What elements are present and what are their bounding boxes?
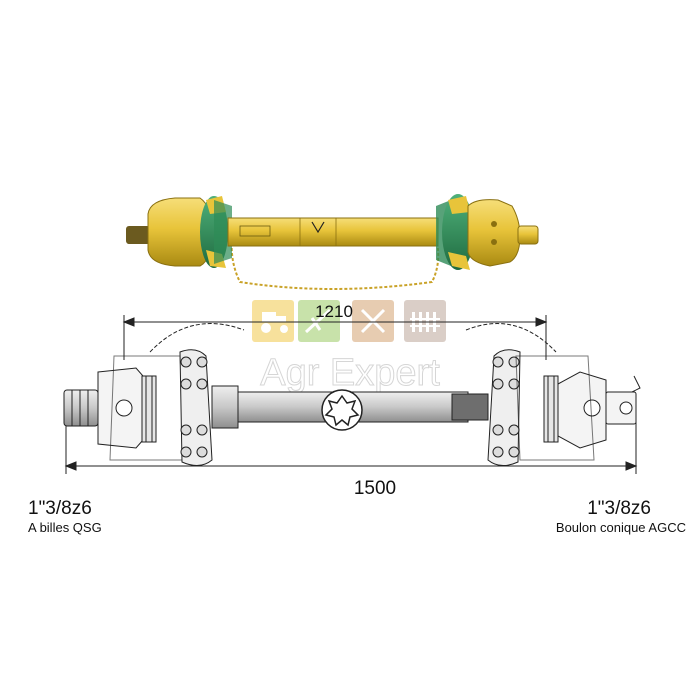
watermark-tile-fence (404, 300, 446, 342)
right-yoke-housing (467, 199, 521, 267)
dimension-total-label: 1500 (354, 478, 396, 499)
tools-icon (360, 308, 386, 334)
dimension-inner-label: 1210 (315, 302, 353, 321)
right-guard-plate (487, 349, 521, 466)
tube-profile-section (321, 389, 363, 431)
technical-drawing (63, 315, 641, 474)
plow-icon (304, 308, 332, 334)
left-end-size: 1"3/8z6 (28, 498, 92, 519)
drawing-chain-right (465, 323, 557, 353)
outer-tube (211, 385, 239, 429)
right-spline-end (605, 375, 641, 425)
left-spline-stub (126, 226, 150, 244)
shaft-tube (227, 217, 439, 247)
drawing-chain-left (149, 323, 245, 353)
right-guard-cone (436, 194, 474, 270)
dimension-inner (122, 315, 548, 360)
outer-tube-right (451, 393, 489, 421)
left-yoke (97, 355, 187, 461)
left-spline-end (63, 389, 99, 427)
tractor-icon (261, 312, 288, 333)
left-guard-plate (179, 349, 213, 466)
product-photo (126, 194, 539, 290)
left-end-type: A billes QSG (28, 520, 102, 535)
right-end-type: Boulon conique AGCC (555, 520, 686, 535)
right-end-size: 1"3/8z6 (587, 498, 651, 519)
watermark-text: Agr Expert (260, 352, 440, 394)
right-spline-stub (517, 225, 539, 245)
watermark: Agr Expert (252, 300, 446, 395)
left-guard-cone (200, 196, 232, 268)
right-yoke (515, 355, 607, 461)
